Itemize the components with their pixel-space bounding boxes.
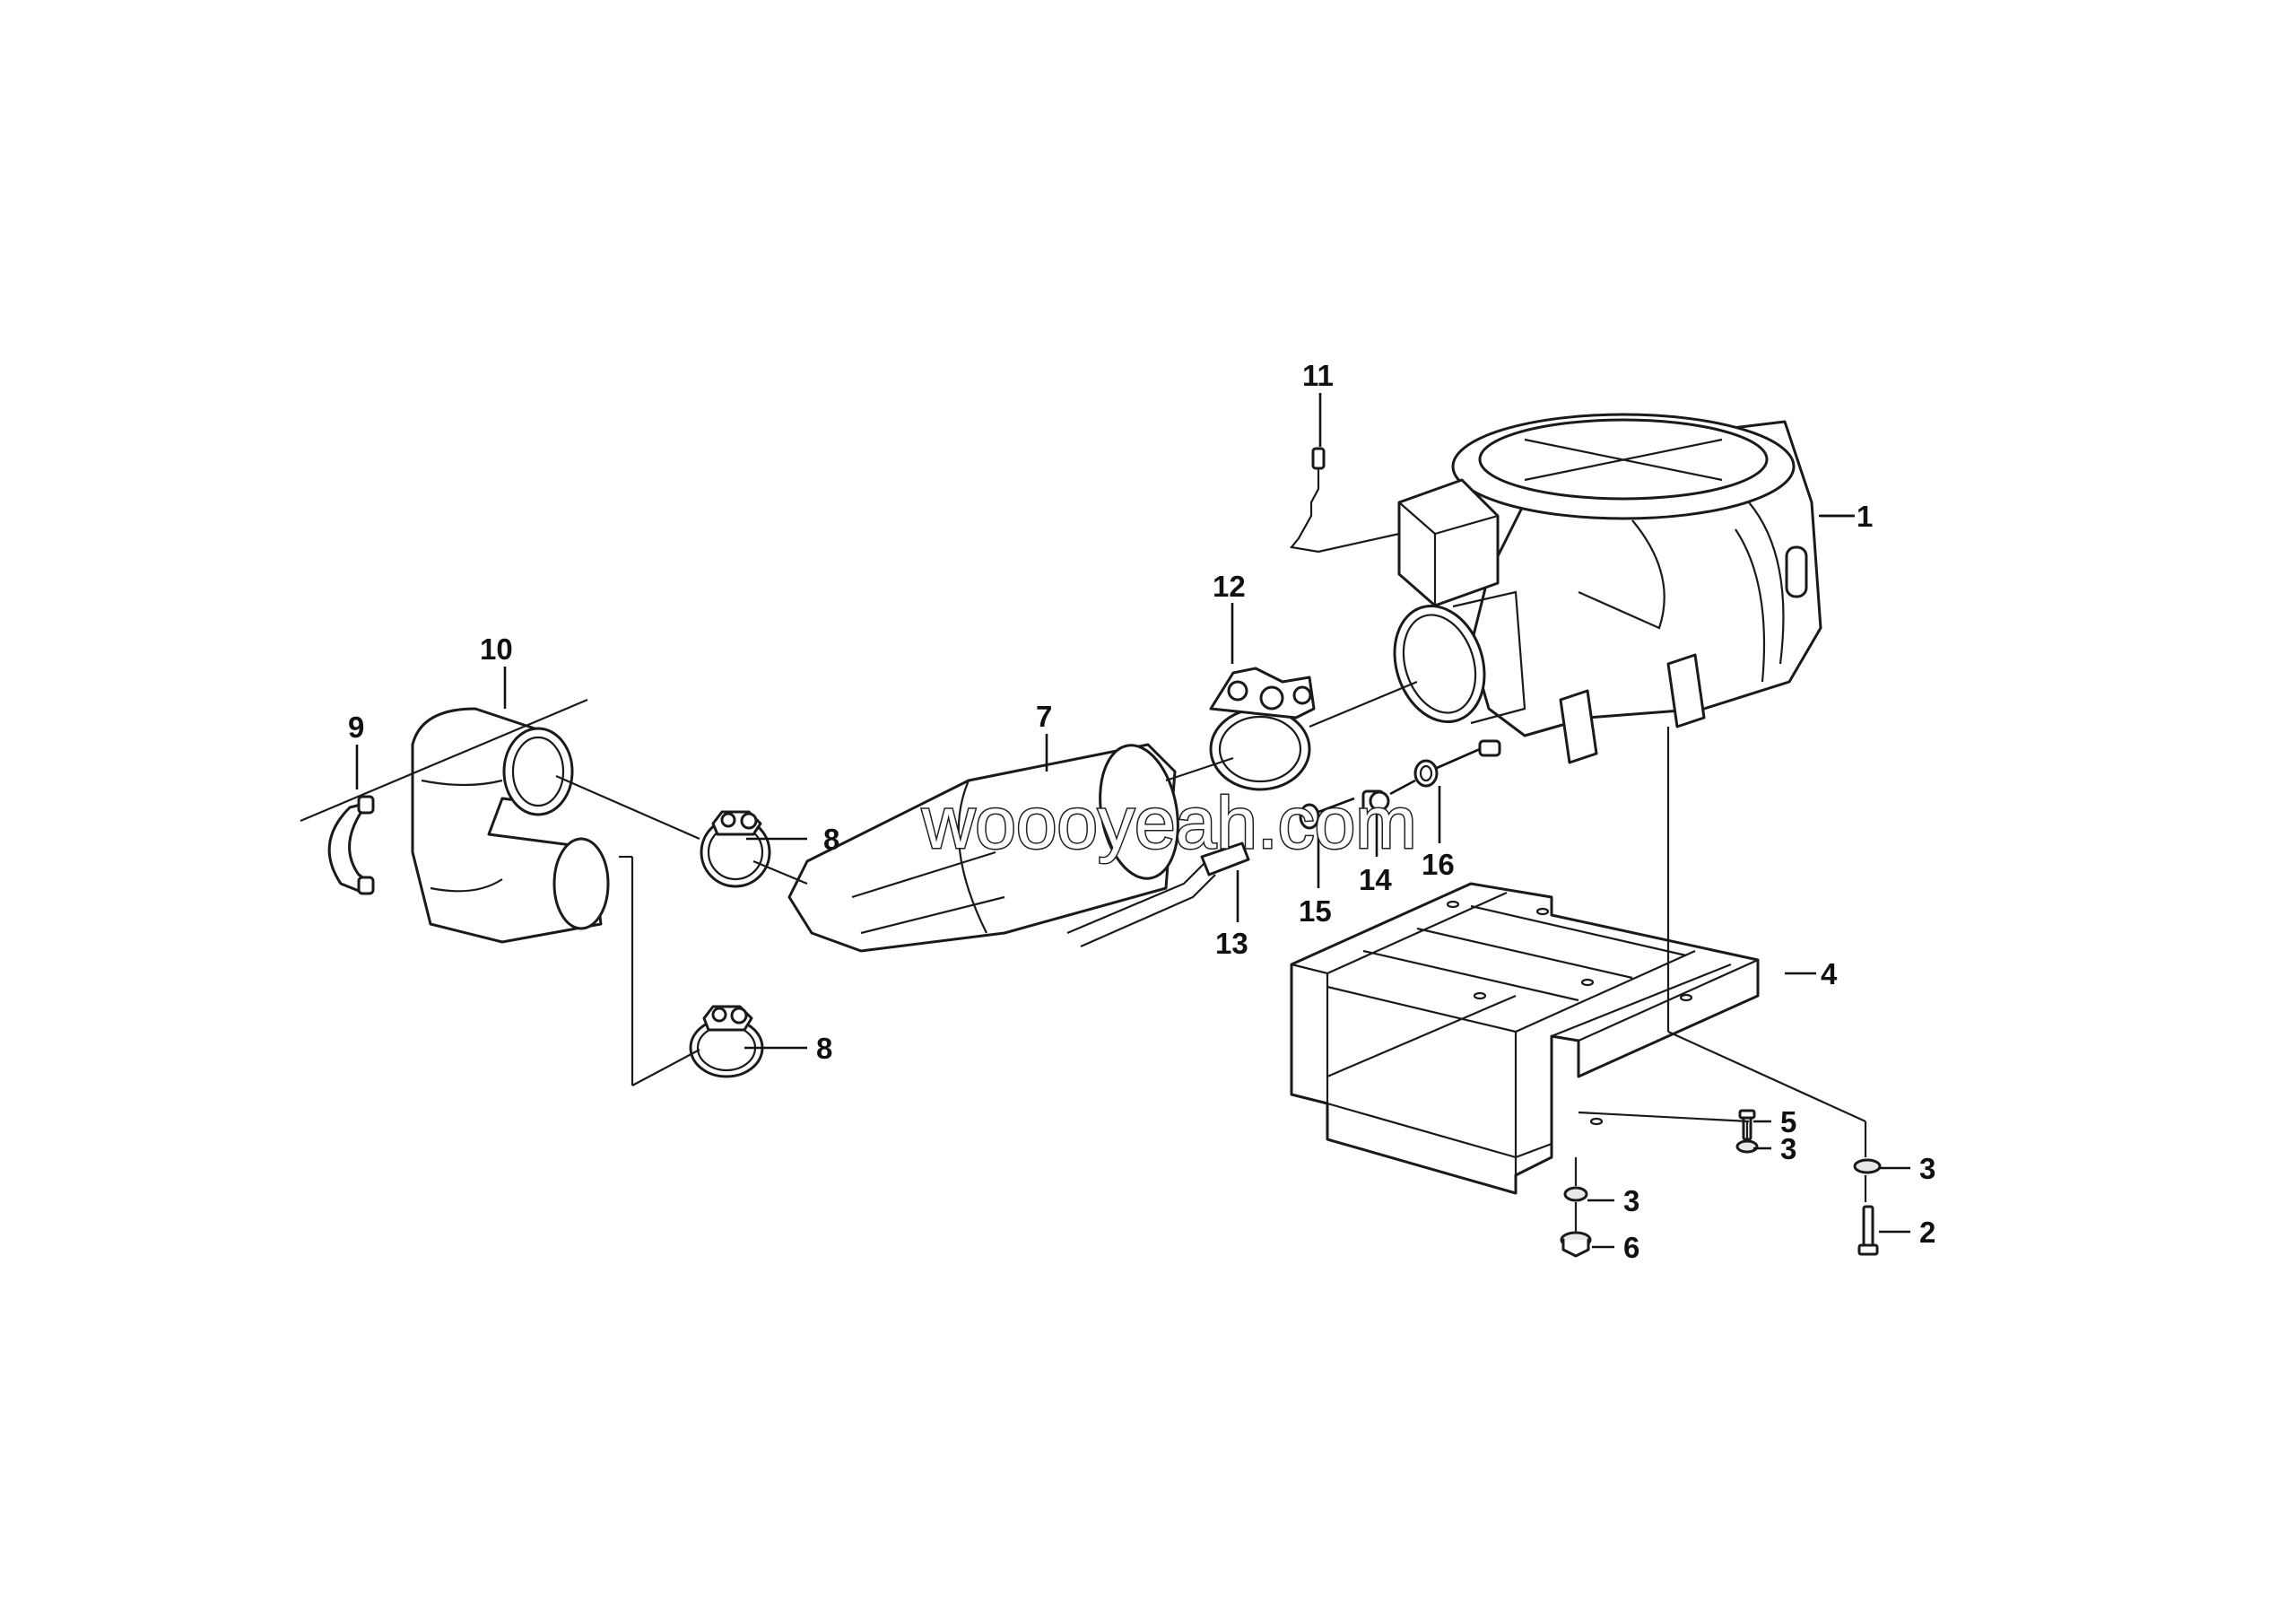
assembly-lines — [300, 680, 1867, 1233]
hose-clamp-upper — [700, 810, 771, 888]
callout-2: 2 — [1919, 1216, 1935, 1249]
callout-6: 6 — [1623, 1231, 1639, 1264]
callout-12: 12 — [1213, 570, 1246, 603]
callout-3-mid: 3 — [1780, 1132, 1796, 1165]
callout-7: 7 — [1036, 700, 1052, 733]
callout-leaders — [355, 393, 1910, 1249]
sensor-cable — [1289, 447, 1400, 554]
callout-11: 11 — [1302, 359, 1334, 392]
hose-clamp-lower — [689, 1005, 764, 1078]
callout-1: 1 — [1857, 500, 1873, 533]
intake-duct — [787, 743, 1179, 953]
callout-3-left: 3 — [1623, 1184, 1639, 1217]
callout-13: 13 — [1215, 927, 1248, 960]
callout-4: 4 — [1821, 957, 1838, 990]
mounting-frame — [1290, 882, 1760, 1195]
callout-14: 14 — [1359, 863, 1392, 896]
callout-9: 9 — [348, 711, 364, 744]
fasteners — [1560, 1109, 1882, 1258]
callout-8-lower: 8 — [816, 1032, 832, 1065]
callout-3-right: 3 — [1919, 1152, 1935, 1185]
callout-16: 16 — [1422, 848, 1455, 881]
air-cleaner-housing — [1393, 413, 1822, 764]
elbow-pipe — [411, 707, 610, 944]
callout-15: 15 — [1299, 894, 1332, 928]
callout-5: 5 — [1780, 1105, 1796, 1138]
small-fittings — [1299, 739, 1501, 830]
flange-clamp — [1209, 667, 1316, 791]
callout-labels: 1 11 12 10 9 7 8 8 13 15 14 16 4 5 3 3 2… — [348, 359, 1935, 1264]
watermark-text: woooyeah.com — [921, 782, 1417, 864]
callout-10: 10 — [480, 632, 513, 666]
hose-fitting — [1066, 842, 1250, 948]
callout-8-upper: 8 — [823, 823, 839, 856]
u-bracket — [327, 795, 375, 895]
